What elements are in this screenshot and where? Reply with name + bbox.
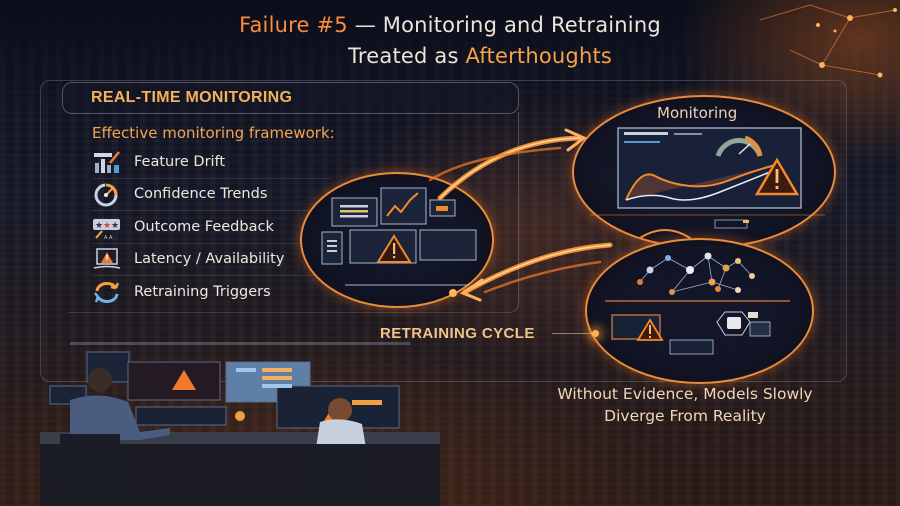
monitor-warning-icon: [172, 370, 196, 390]
title-line-1: Failure #5 — Monitoring and Retraining: [0, 10, 900, 41]
laptop-warning-icon: [93, 248, 121, 269]
operator-woman: [316, 398, 366, 448]
gauge-icon: [94, 183, 118, 207]
title-line-2: Treated as Afterthoughts: [0, 41, 900, 72]
list-item-confidence-trends: Confidence Trends: [92, 179, 332, 211]
retraining-connector-line: [552, 333, 592, 334]
title-failure-number: Failure #5: [239, 13, 348, 37]
framework-list: Feature Drift Confidence Trends ★ ★ ★ A …: [92, 146, 332, 308]
warning-triangle-icon-dashboard: [376, 234, 412, 263]
caption: Without Evidence, Models Slowly Diverge …: [500, 383, 870, 427]
operator-man: [70, 368, 170, 444]
cycle-arrows-decoration: [428, 128, 691, 302]
title-topic: Monitoring and Retraining: [382, 13, 661, 37]
glow-node: [449, 289, 457, 297]
warning-triangle-icon-monitoring: [754, 157, 800, 196]
bar-chart-pencil-icon: [94, 150, 120, 173]
cycle-arrows-icon: [94, 281, 120, 303]
caption-line-1: Without Evidence, Models Slowly: [557, 385, 813, 403]
neural-network-graph: [639, 255, 753, 293]
control-room-illustration: [40, 342, 440, 506]
caption-line-2: Diverge From Reality: [604, 407, 766, 425]
monitoring-label: Monitoring: [657, 104, 738, 122]
title-afterthoughts: Afterthoughts: [465, 44, 613, 68]
title-dash: —: [347, 13, 383, 37]
retraining-triggers-label: Retraining Triggers: [134, 283, 271, 300]
outcome-feedback-label: Outcome Feedback: [134, 218, 274, 235]
feature-drift-label: Feature Drift: [134, 153, 226, 170]
section-header-label: REAL-TIME MONITORING: [91, 89, 293, 106]
svg-text:★: ★: [95, 221, 103, 231]
svg-text:★: ★: [103, 221, 111, 231]
monitoring-trend-line: [625, 164, 776, 201]
list-item-retraining-triggers: Retraining Triggers: [92, 276, 332, 308]
warning-triangle-icon-retraining: [636, 318, 664, 341]
list-item-latency-availability: Latency / Availability: [92, 244, 332, 276]
retraining-connector-dot: [592, 330, 599, 337]
list-item-feature-drift: Feature Drift: [92, 146, 332, 179]
framework-heading: Effective monitoring framework:: [92, 124, 335, 142]
section-header: REAL-TIME MONITORING: [62, 82, 519, 114]
star-rating-icon: ★ ★ ★ A A: [93, 218, 120, 240]
title-treated-as: Treated as: [347, 44, 466, 68]
framework-panel: [68, 112, 519, 313]
svg-text:★: ★: [111, 221, 119, 231]
list-item-outcome-feedback: ★ ★ ★ A A Outcome Feedback: [92, 211, 332, 244]
confidence-trends-label: Confidence Trends: [134, 186, 268, 203]
retraining-cycle-label: RETRAINING CYCLE: [380, 325, 535, 342]
latency-availability-label: Latency / Availability: [134, 251, 285, 268]
content-frame: [40, 80, 847, 382]
svg-text:A A: A A: [104, 235, 113, 240]
page-title: Failure #5 — Monitoring and Retraining T…: [0, 10, 900, 72]
model-hexagon-icon: [716, 311, 751, 336]
office-chair: [60, 434, 120, 494]
